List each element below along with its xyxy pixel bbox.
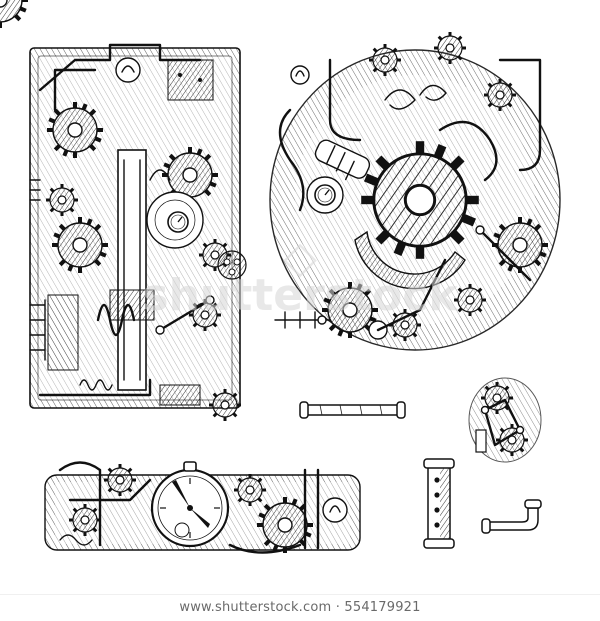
footer-bar: www.shutterstock.com · 554179921: [0, 594, 600, 621]
elbow-pipe: [481, 499, 542, 534]
tall-machine-panel: [29, 43, 247, 423]
wide-machine-panel: [44, 461, 361, 555]
footer-text: www.shutterstock.com · 554179921: [179, 600, 421, 615]
round-machine-panel: [0, 0, 561, 351]
small-gear-mechanism: [468, 377, 542, 463]
vertical-pipe: [423, 458, 455, 549]
horizontal-pipe: [299, 401, 406, 419]
